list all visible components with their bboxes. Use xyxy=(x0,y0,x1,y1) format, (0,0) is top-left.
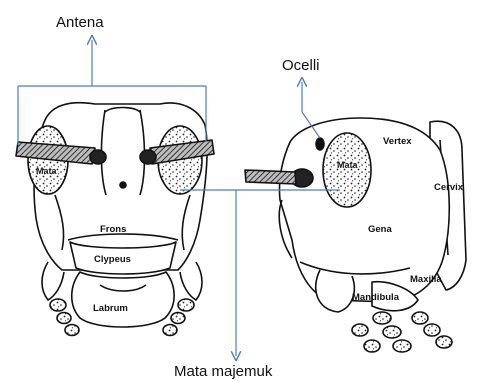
label-frons: Frons xyxy=(100,224,126,235)
label-cervix: Cervix xyxy=(434,182,464,193)
antennal-socket-right xyxy=(140,150,156,164)
compound-eye-side xyxy=(323,133,371,207)
antennal-socket-left xyxy=(90,150,106,164)
mandible-side xyxy=(316,270,355,312)
label-mata-majemuk: Mata majemuk xyxy=(174,363,273,380)
side-view-head xyxy=(245,118,466,352)
front-view-head xyxy=(16,103,214,336)
labrum-shape xyxy=(72,272,174,327)
label-side-eye: Mata xyxy=(337,160,358,170)
label-ocelli: Ocelli xyxy=(282,57,320,74)
label-vertex: Vertex xyxy=(383,136,412,147)
label-gena: Gena xyxy=(368,224,392,235)
ocellus-side xyxy=(316,138,324,150)
label-clypeus: Clypeus xyxy=(94,254,131,265)
label-maxilla: Maxilla xyxy=(410,274,442,285)
antenna-side xyxy=(245,170,296,184)
label-front-eye: Mata xyxy=(36,166,57,176)
mandible-right xyxy=(180,262,202,300)
label-labrum: Labrum xyxy=(93,303,128,314)
palp-side xyxy=(352,312,452,352)
label-mandibula: Mandibula xyxy=(352,292,400,303)
label-antena: Antena xyxy=(56,14,104,31)
median-ocellus-front xyxy=(120,182,126,188)
